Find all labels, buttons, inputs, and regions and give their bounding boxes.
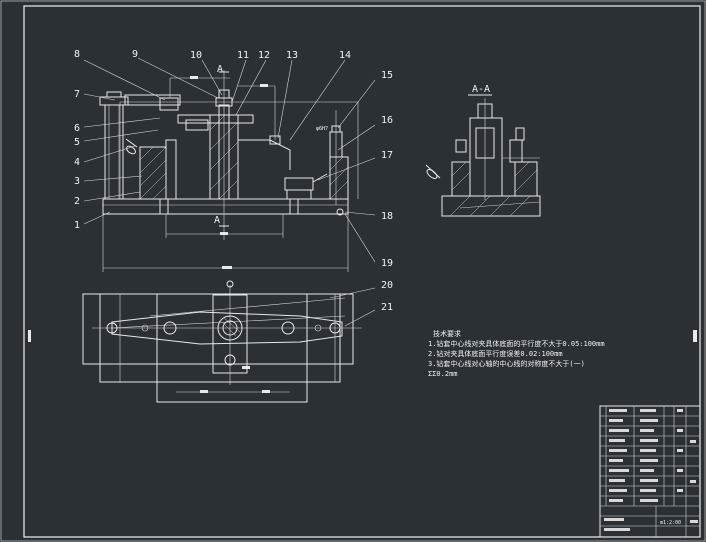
- svg-text:21: 21: [381, 302, 393, 313]
- svg-text:16: 16: [381, 115, 393, 126]
- tech-requirements: 技术要求 1.钻套中心线对夹具体底面的平行度不大于0.05:100mm 2.钻对…: [428, 329, 605, 378]
- svg-text:13: 13: [286, 50, 298, 61]
- tech-item: ΣΣ0.2mm: [428, 370, 458, 378]
- svg-text:20: 20: [381, 280, 393, 291]
- svg-text:φ6H7: φ6H7: [316, 126, 328, 132]
- tech-item: 1.钻套中心线对夹具体底面的平行度不大于0.05:100mm: [428, 339, 605, 348]
- svg-text:7: 7: [74, 89, 80, 100]
- inner-frame: [23, 5, 701, 538]
- svg-text:4: 4: [74, 157, 80, 168]
- svg-text:6: 6: [74, 123, 80, 134]
- top-leaders: [329, 287, 376, 327]
- svg-text:15: 15: [381, 70, 393, 81]
- svg-text:3: 3: [74, 176, 80, 187]
- top-view: [82, 280, 362, 403]
- section-view: A-A: [425, 84, 541, 217]
- front-view: A A φ6H7: [99, 64, 359, 272]
- border-marks: [28, 330, 697, 342]
- svg-text:9: 9: [132, 49, 138, 60]
- title-block: m1:2:00: [599, 405, 701, 538]
- svg-text:17: 17: [381, 150, 393, 161]
- svg-text:5: 5: [74, 137, 80, 148]
- section-mark-top: A: [217, 64, 223, 75]
- section-mark-bottom: A: [214, 215, 220, 226]
- svg-text:10: 10: [190, 50, 202, 61]
- svg-text:19: 19: [381, 258, 393, 269]
- callout-numbers: 1 2 3 4 5 6 7 8 9 10 11 12 13 14 15 16 1…: [74, 49, 393, 313]
- tech-item: 2.钻对夹具体底面平行度误差0.02:100mm: [428, 349, 563, 358]
- svg-text:2: 2: [74, 196, 80, 207]
- svg-text:18: 18: [381, 211, 393, 222]
- scale-text: m1:2:00: [660, 520, 681, 526]
- svg-text:14: 14: [339, 50, 351, 61]
- svg-text:1: 1: [74, 220, 80, 231]
- svg-text:12: 12: [258, 50, 270, 61]
- tech-item: 3.钻套中心线对心轴的中心线的对称度不大于(一): [428, 359, 585, 368]
- front-leaders: [83, 57, 376, 263]
- svg-text:8: 8: [74, 49, 80, 60]
- section-title: A-A: [472, 84, 490, 95]
- tech-title: 技术要求: [433, 329, 461, 338]
- svg-text:11: 11: [237, 50, 249, 61]
